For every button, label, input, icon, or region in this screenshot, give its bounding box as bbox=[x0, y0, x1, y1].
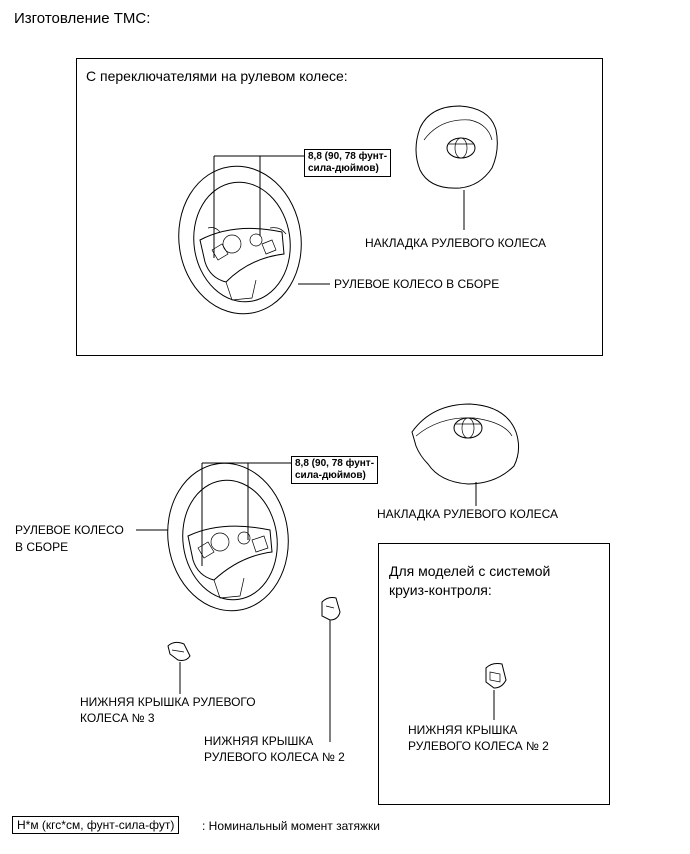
cruise-lower-cover-2-label-line1: НИЖНЯЯ КРЫШКА bbox=[408, 723, 518, 737]
top-steering-pad-label: НАКЛАДКА РУЛЕВОГО КОЛЕСА bbox=[365, 236, 547, 250]
switch-models-panel bbox=[76, 58, 603, 356]
lower-cover-3-label-line1: НИЖНЯЯ КРЫШКА РУЛЕВОГО bbox=[80, 695, 256, 709]
top-torque-leaders bbox=[213, 155, 306, 258]
lower-cover-3-label-line2: КОЛЕСА № 3 bbox=[80, 711, 155, 725]
bottom-torque-spec-line1: 8,8 (90, 78 фунт- bbox=[295, 458, 375, 469]
bottom-torque-spec-line2: сила-дюймов) bbox=[295, 470, 366, 481]
top-torque-spec: 8,8 (90, 78 фунт- сила-дюймов) bbox=[304, 149, 392, 177]
bottom-steering-pad-drawing bbox=[411, 403, 520, 506]
top-steering-pad-drawing bbox=[415, 105, 498, 230]
cruise-lower-cover-2-label-line2: РУЛЕВОГО КОЛЕСА № 2 bbox=[408, 739, 549, 753]
cruise-models-heading-line2: круиз-контроля: bbox=[389, 582, 492, 598]
lower-cover-2-drawing bbox=[321, 597, 341, 742]
lower-cover-2-label-line2: РУЛЕВОГО КОЛЕСА № 2 bbox=[204, 750, 345, 764]
lower-cover-2-label-line1: НИЖНЯЯ КРЫШКА bbox=[204, 734, 314, 748]
top-steering-wheel-drawing bbox=[178, 165, 302, 315]
top-torque-spec-line1: 8,8 (90, 78 фунт- bbox=[308, 151, 388, 162]
top-torque-spec-line2: сила-дюймов) bbox=[308, 163, 379, 174]
bottom-torque-leaders bbox=[201, 462, 292, 566]
bottom-steering-wheel-drawing bbox=[167, 462, 289, 612]
lower-cover-3-drawing bbox=[167, 641, 191, 694]
bottom-steering-pad-label: НАКЛАДКА РУЛЕВОГО КОЛЕСА bbox=[377, 507, 559, 521]
bottom-steering-wheel-label-line1: РУЛЕВОЕ КОЛЕСО bbox=[15, 523, 124, 537]
torque-unit-legend-box: Н*м (кгс*см, фунт-сила-фут) bbox=[12, 816, 180, 834]
torque-unit-legend-text: : Номинальный момент затяжки bbox=[202, 819, 380, 833]
cruise-models-panel bbox=[378, 543, 610, 805]
bottom-torque-spec: 8,8 (90, 78 фунт- сила-дюймов) bbox=[291, 456, 379, 484]
switch-models-heading: С переключателями на рулевом колесе: bbox=[86, 68, 348, 84]
cruise-models-heading-line1: Для моделей с системой bbox=[389, 563, 551, 579]
page-title: Изготовление ТМС: bbox=[14, 10, 151, 27]
top-steering-wheel-label: РУЛЕВОЕ КОЛЕСО В СБОРЕ bbox=[334, 277, 500, 291]
cruise-lower-cover-2-drawing bbox=[485, 663, 507, 720]
bottom-steering-wheel-label-line2: В СБОРЕ bbox=[15, 540, 69, 554]
